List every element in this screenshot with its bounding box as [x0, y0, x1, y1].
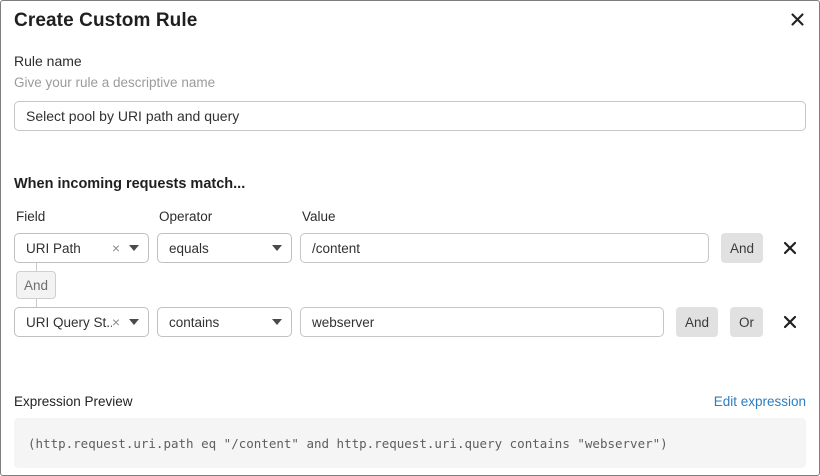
value-column-label: Value [302, 209, 336, 224]
edit-expression-link[interactable]: Edit expression [713, 394, 806, 409]
operator-select-value: equals [169, 240, 209, 256]
condition-connector: And [16, 263, 56, 307]
rule-name-label: Rule name [14, 53, 82, 69]
value-input[interactable] [300, 307, 664, 337]
expression-preview-header: Expression Preview Edit expression [14, 394, 806, 409]
and-button[interactable]: And [720, 233, 763, 263]
and-button[interactable]: And [675, 307, 718, 337]
operator-select[interactable]: equals [157, 233, 292, 263]
connector-and-badge: And [16, 271, 56, 299]
expression-preview-code-block: (http.request.uri.path eq "/content" and… [14, 418, 806, 468]
operator-select-value: contains [169, 314, 220, 330]
condition-column-headers: Field Operator Value [14, 209, 806, 224]
chevron-down-icon [129, 319, 139, 325]
close-button[interactable] [788, 10, 806, 28]
close-icon [783, 241, 797, 255]
operator-column-label: Operator [159, 209, 213, 224]
rule-name-helper: Give your rule a descriptive name [14, 75, 216, 90]
remove-condition-button[interactable] [781, 239, 799, 257]
field-select[interactable]: URI Path × [14, 233, 149, 263]
field-select-value: URI Path [26, 240, 81, 256]
condition-row-1: URI Path × equals And [14, 233, 806, 263]
match-section-heading: When incoming requests match... [14, 176, 246, 192]
field-column-label: Field [16, 209, 46, 224]
close-icon [783, 315, 797, 329]
expression-code: (http.request.uri.path eq "/content" and… [28, 435, 668, 451]
value-input[interactable] [300, 233, 709, 263]
clear-selection-icon[interactable]: × [111, 314, 120, 330]
operator-select[interactable]: contains [157, 307, 292, 337]
chevron-down-icon [272, 245, 282, 251]
chevron-down-icon [129, 245, 139, 251]
or-button[interactable]: Or [730, 307, 763, 337]
field-select-value: URI Query St... [26, 314, 112, 330]
clear-selection-icon[interactable]: × [111, 240, 120, 256]
rule-name-input[interactable] [14, 101, 806, 131]
remove-condition-button[interactable] [781, 313, 799, 331]
condition-row-2: URI Query St... × contains And Or [14, 307, 806, 337]
chevron-down-icon [272, 319, 282, 325]
field-select[interactable]: URI Query St... × [14, 307, 149, 337]
close-icon [790, 12, 805, 27]
page-title: Create Custom Rule [14, 10, 198, 31]
expression-preview-label: Expression Preview [14, 394, 133, 409]
